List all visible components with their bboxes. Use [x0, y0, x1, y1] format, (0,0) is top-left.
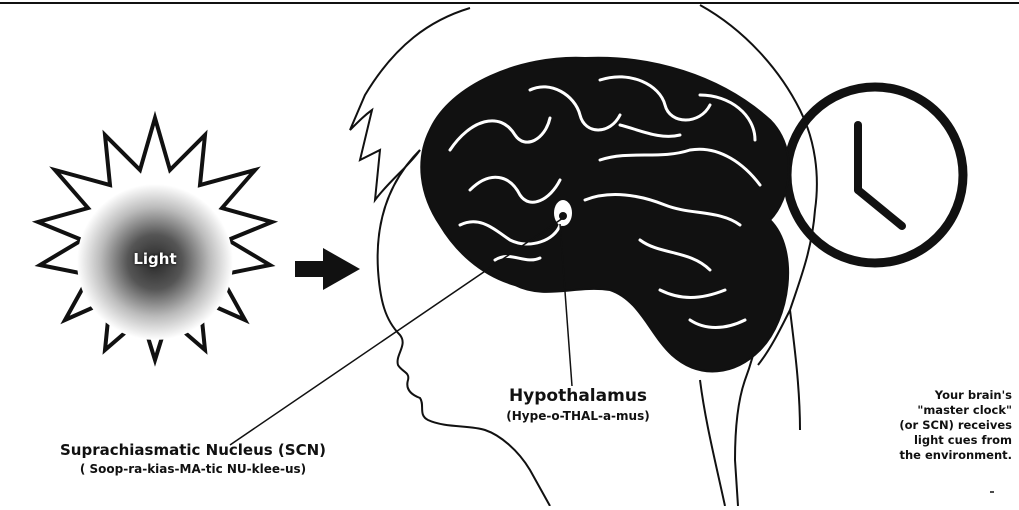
scn-title: Suprachiasmatic Nucleus (SCN) — [28, 441, 358, 459]
caption-line: light cues from — [870, 433, 1012, 448]
brain — [421, 58, 789, 372]
sun-label: Light — [110, 250, 200, 268]
caption-line: "master clock" — [870, 403, 1012, 418]
caption: Your brain's "master clock" (or SCN) rec… — [870, 388, 1012, 463]
clock-icon — [787, 87, 963, 263]
caption-line: the environment. — [870, 448, 1012, 463]
hypothalamus-pronunciation: (Hype-o-THAL-a-mus) — [478, 409, 678, 423]
arrow-icon — [295, 248, 360, 290]
neck-back — [700, 380, 725, 506]
hypothalamus-title: Hypothalamus — [478, 386, 678, 406]
scn-pronunciation: ( Soop-ra-kias-MA-tic NU-klee-us) — [28, 462, 358, 476]
caption-line: (or SCN) receives — [870, 418, 1012, 433]
caption-line: Your brain's — [870, 388, 1012, 403]
sun — [38, 118, 272, 360]
